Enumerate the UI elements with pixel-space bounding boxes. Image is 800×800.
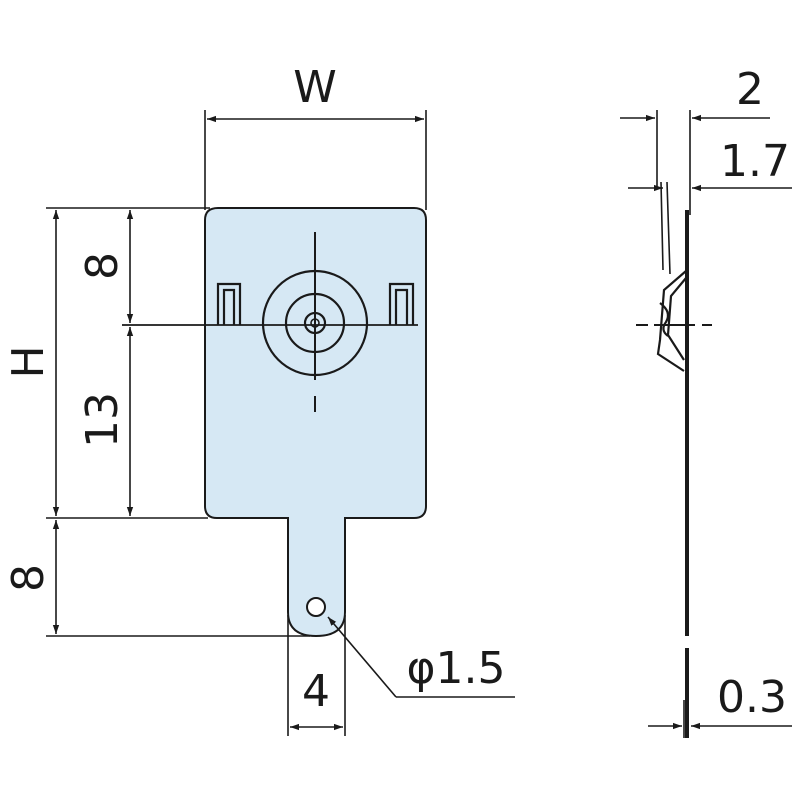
spring-tab-left	[216, 282, 242, 325]
w-label: W	[293, 62, 337, 113]
side-spring-arm	[660, 181, 671, 275]
side-depth-label: 1.7	[720, 136, 790, 187]
upper-offset-label: 8	[77, 252, 128, 280]
material-thickness-label: 0.3	[717, 672, 787, 723]
side-view	[636, 181, 712, 738]
side-contact-bump	[659, 302, 670, 337]
side-dimensions: 2 1.7 0.3	[620, 64, 792, 738]
h-label: H	[3, 345, 54, 378]
front-view	[122, 207, 427, 638]
tab-hole	[306, 597, 326, 617]
side-total-thickness-label: 2	[736, 64, 764, 115]
front-dimensions: W H 8 13 8 4 φ1.5	[3, 62, 515, 736]
side-spring-bend	[656, 270, 687, 372]
tab-width-label: 4	[302, 666, 330, 717]
spring-tab-right	[388, 282, 415, 325]
side-spring-inner	[666, 277, 687, 361]
hole-leader-diagonal	[327, 616, 397, 698]
plate-outline	[204, 207, 427, 638]
hole-diameter-label: φ1.5	[407, 643, 506, 694]
tab-length-label: 8	[3, 564, 54, 592]
center-to-bottom-label: 13	[77, 392, 128, 448]
